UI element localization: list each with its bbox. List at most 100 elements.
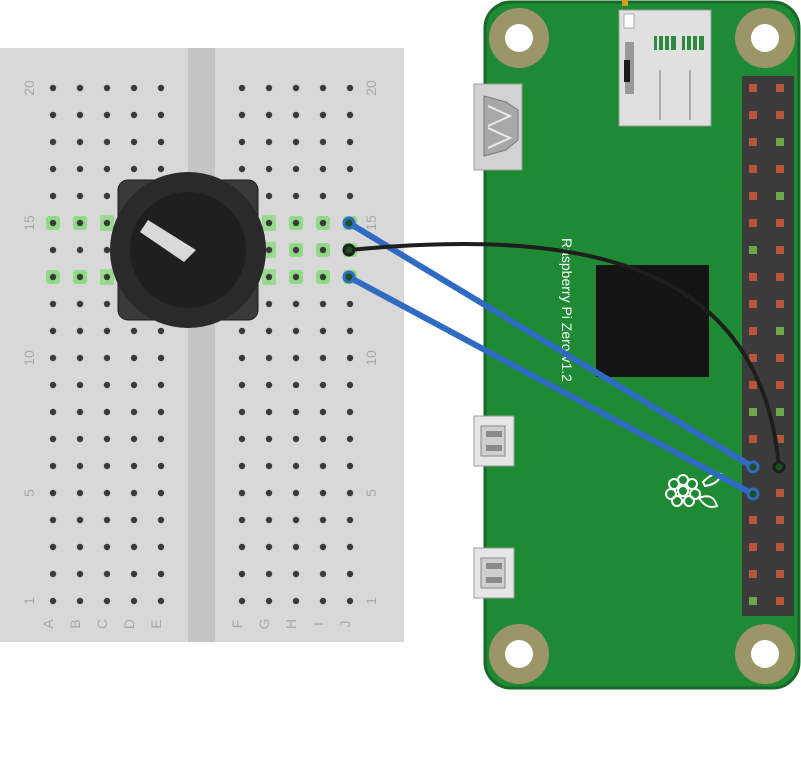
pot-pointer [140, 220, 196, 262]
header-body [742, 76, 794, 616]
gpio-pin [749, 327, 757, 335]
gpio-pin [749, 570, 757, 578]
breadboard-hole [292, 462, 300, 470]
breadboard-hole [319, 435, 327, 443]
breadboard-hole [49, 570, 57, 578]
breadboard-hole [238, 165, 246, 173]
breadboard-hole [130, 165, 138, 173]
breadboard-hole [292, 543, 300, 551]
breadboard-hole [319, 381, 327, 389]
gpio-pin [776, 165, 784, 173]
breadboard-hole [76, 246, 84, 254]
breadboard-hole [265, 84, 273, 92]
breadboard-hole [49, 381, 57, 389]
gpio-pin [776, 111, 784, 119]
breadboard-hole [76, 138, 84, 146]
breadboard-hole [346, 570, 354, 578]
breadboard-hole [346, 84, 354, 92]
breadboard-hole [292, 219, 300, 227]
breadboard-hole [157, 84, 165, 92]
column-label: E [148, 619, 164, 628]
gpio-pin [749, 111, 757, 119]
gpio-pin [749, 219, 757, 227]
breadboard-hole [265, 570, 273, 578]
breadboard-hole [292, 300, 300, 308]
column-label: B [67, 619, 83, 628]
breadboard-hole [49, 192, 57, 200]
breadboard-hole [346, 381, 354, 389]
gpio-pin [776, 435, 784, 443]
wire-end [342, 243, 356, 257]
column-label: A [40, 619, 56, 629]
breadboard-hole [157, 435, 165, 443]
breadboard-hole [319, 300, 327, 308]
mini-hdmi-port [473, 83, 523, 171]
breadboard-hole [130, 408, 138, 416]
breadboard-hole [49, 300, 57, 308]
breadboard-hole [157, 381, 165, 389]
breadboard-hole [319, 408, 327, 416]
breadboard-hole [130, 543, 138, 551]
row-label: 1 [21, 597, 37, 605]
breadboard-hole [346, 462, 354, 470]
wire-end [772, 460, 786, 474]
breadboard-hole [130, 327, 138, 335]
breadboard-hole [265, 273, 273, 281]
gpio-pin [749, 165, 757, 173]
row-label: 10 [21, 350, 37, 366]
breadboard-hole [103, 165, 111, 173]
breadboard-hole [49, 111, 57, 119]
breadboard-hole [292, 138, 300, 146]
breadboard-hole [346, 516, 354, 524]
breadboard-hole [238, 327, 246, 335]
breadboard-hole [346, 597, 354, 605]
breadboard-hole [76, 84, 84, 92]
row-label: 20 [21, 80, 37, 96]
gpio-pin [776, 489, 784, 497]
breadboard-hole [346, 165, 354, 173]
mount-hole-center [505, 24, 533, 52]
breadboard-hole [346, 354, 354, 362]
breadboard-hole [103, 435, 111, 443]
breadboard-hole [319, 516, 327, 524]
breadboard-hole [157, 138, 165, 146]
breadboard-hole [103, 273, 111, 281]
breadboard-hole [76, 354, 84, 362]
breadboard-hole [238, 408, 246, 416]
breadboard-hole [292, 354, 300, 362]
gpio-pin [776, 219, 784, 227]
breadboard-hole [265, 165, 273, 173]
gpio-pin [776, 543, 784, 551]
wire-end [342, 270, 356, 284]
breadboard-hole [76, 489, 84, 497]
breadboard-hole [292, 84, 300, 92]
breadboard-hole [103, 543, 111, 551]
breadboard-hole [346, 435, 354, 443]
gpio-pin [776, 300, 784, 308]
row-label: 20 [363, 80, 379, 96]
breadboard-hole [103, 381, 111, 389]
breadboard-hole [157, 570, 165, 578]
breadboard-hole [265, 435, 273, 443]
breadboard-hole [265, 516, 273, 524]
breadboard-hole [238, 489, 246, 497]
breadboard-hole [265, 462, 273, 470]
breadboard-hole [76, 516, 84, 524]
breadboard-hole [76, 408, 84, 416]
breadboard-hole [157, 597, 165, 605]
breadboard-hole [49, 84, 57, 92]
breadboard-hole [49, 489, 57, 497]
gpio-pin [749, 543, 757, 551]
breadboard-hole [103, 408, 111, 416]
breadboard-hole [76, 111, 84, 119]
breadboard-hole [319, 327, 327, 335]
breadboard-hole [238, 570, 246, 578]
breadboard-hole [76, 570, 84, 578]
gpio-pin [749, 381, 757, 389]
breadboard-hole [265, 408, 273, 416]
breadboard-hole [319, 138, 327, 146]
breadboard-hole [49, 516, 57, 524]
gpio-pin [749, 354, 757, 362]
breadboard-hole [49, 138, 57, 146]
breadboard-hole [76, 327, 84, 335]
